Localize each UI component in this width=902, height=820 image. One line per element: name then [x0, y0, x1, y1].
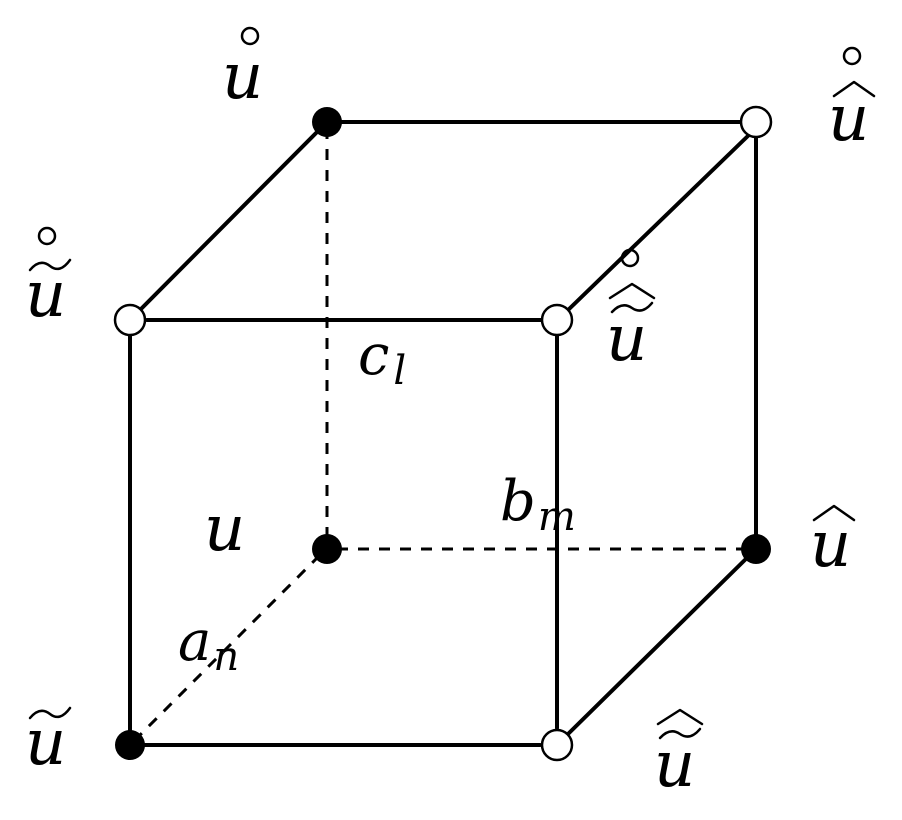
svg-text:u: u: [828, 82, 869, 156]
vertex-u-hat-filled: [741, 534, 771, 564]
vertex-u-ring-hat-tilde-open: [540, 303, 574, 337]
svg-text:u: u: [25, 706, 66, 780]
vertex-u-filled: [312, 534, 342, 564]
ring-accent-icon: [37, 226, 57, 246]
vertex-label-u-hat-tilde: u: [654, 708, 704, 802]
svg-text:u: u: [654, 728, 695, 802]
vertex-label-u-tilde: u: [25, 706, 72, 780]
ring-accent-icon: [240, 26, 260, 46]
vertex-u-tilde-filled: [115, 730, 145, 760]
hat-accent-icon: [656, 708, 704, 726]
edge-a-hidden: [133, 553, 322, 742]
tilde-accent-icon: [28, 258, 72, 272]
vertex-label-u: u: [204, 492, 245, 566]
vertex-label-u-ring-hat-tilde: u: [606, 248, 656, 376]
tilde-accent-icon: [610, 301, 654, 314]
vertex-u-ring-hat-open: [739, 105, 773, 139]
hat-accent-icon: [832, 80, 876, 98]
ring-accent-icon: [620, 248, 640, 268]
svg-text:u: u: [25, 258, 66, 332]
svg-text:u: u: [204, 492, 245, 566]
vertex-u-ring-tilde-open: [113, 303, 147, 337]
edge-bottom-right: [565, 547, 758, 737]
vertex-label-u-hat: u: [810, 504, 856, 582]
vertex-label-u-ring-tilde: u: [25, 226, 72, 332]
edge-top-left: [136, 120, 329, 314]
vertex-u-hat-tilde-open: [540, 728, 574, 762]
ring-accent-icon: [842, 46, 862, 66]
svg-text:u: u: [222, 40, 263, 114]
vertex-label-u-ring-hat: u: [828, 46, 876, 156]
svg-text:u: u: [810, 508, 851, 582]
hat-accent-icon: [812, 504, 856, 522]
vertex-label-u-ring: u: [222, 26, 263, 114]
svg-text:u: u: [606, 302, 647, 376]
hat-accent-icon: [608, 282, 656, 300]
edge-label-a: an: [178, 609, 239, 680]
tilde-accent-icon: [658, 727, 702, 740]
edge-top-right: [564, 130, 754, 314]
edge-label-b: bm: [500, 469, 576, 540]
tilde-accent-icon: [28, 706, 72, 720]
vertex-u-ring-filled: [312, 107, 342, 137]
